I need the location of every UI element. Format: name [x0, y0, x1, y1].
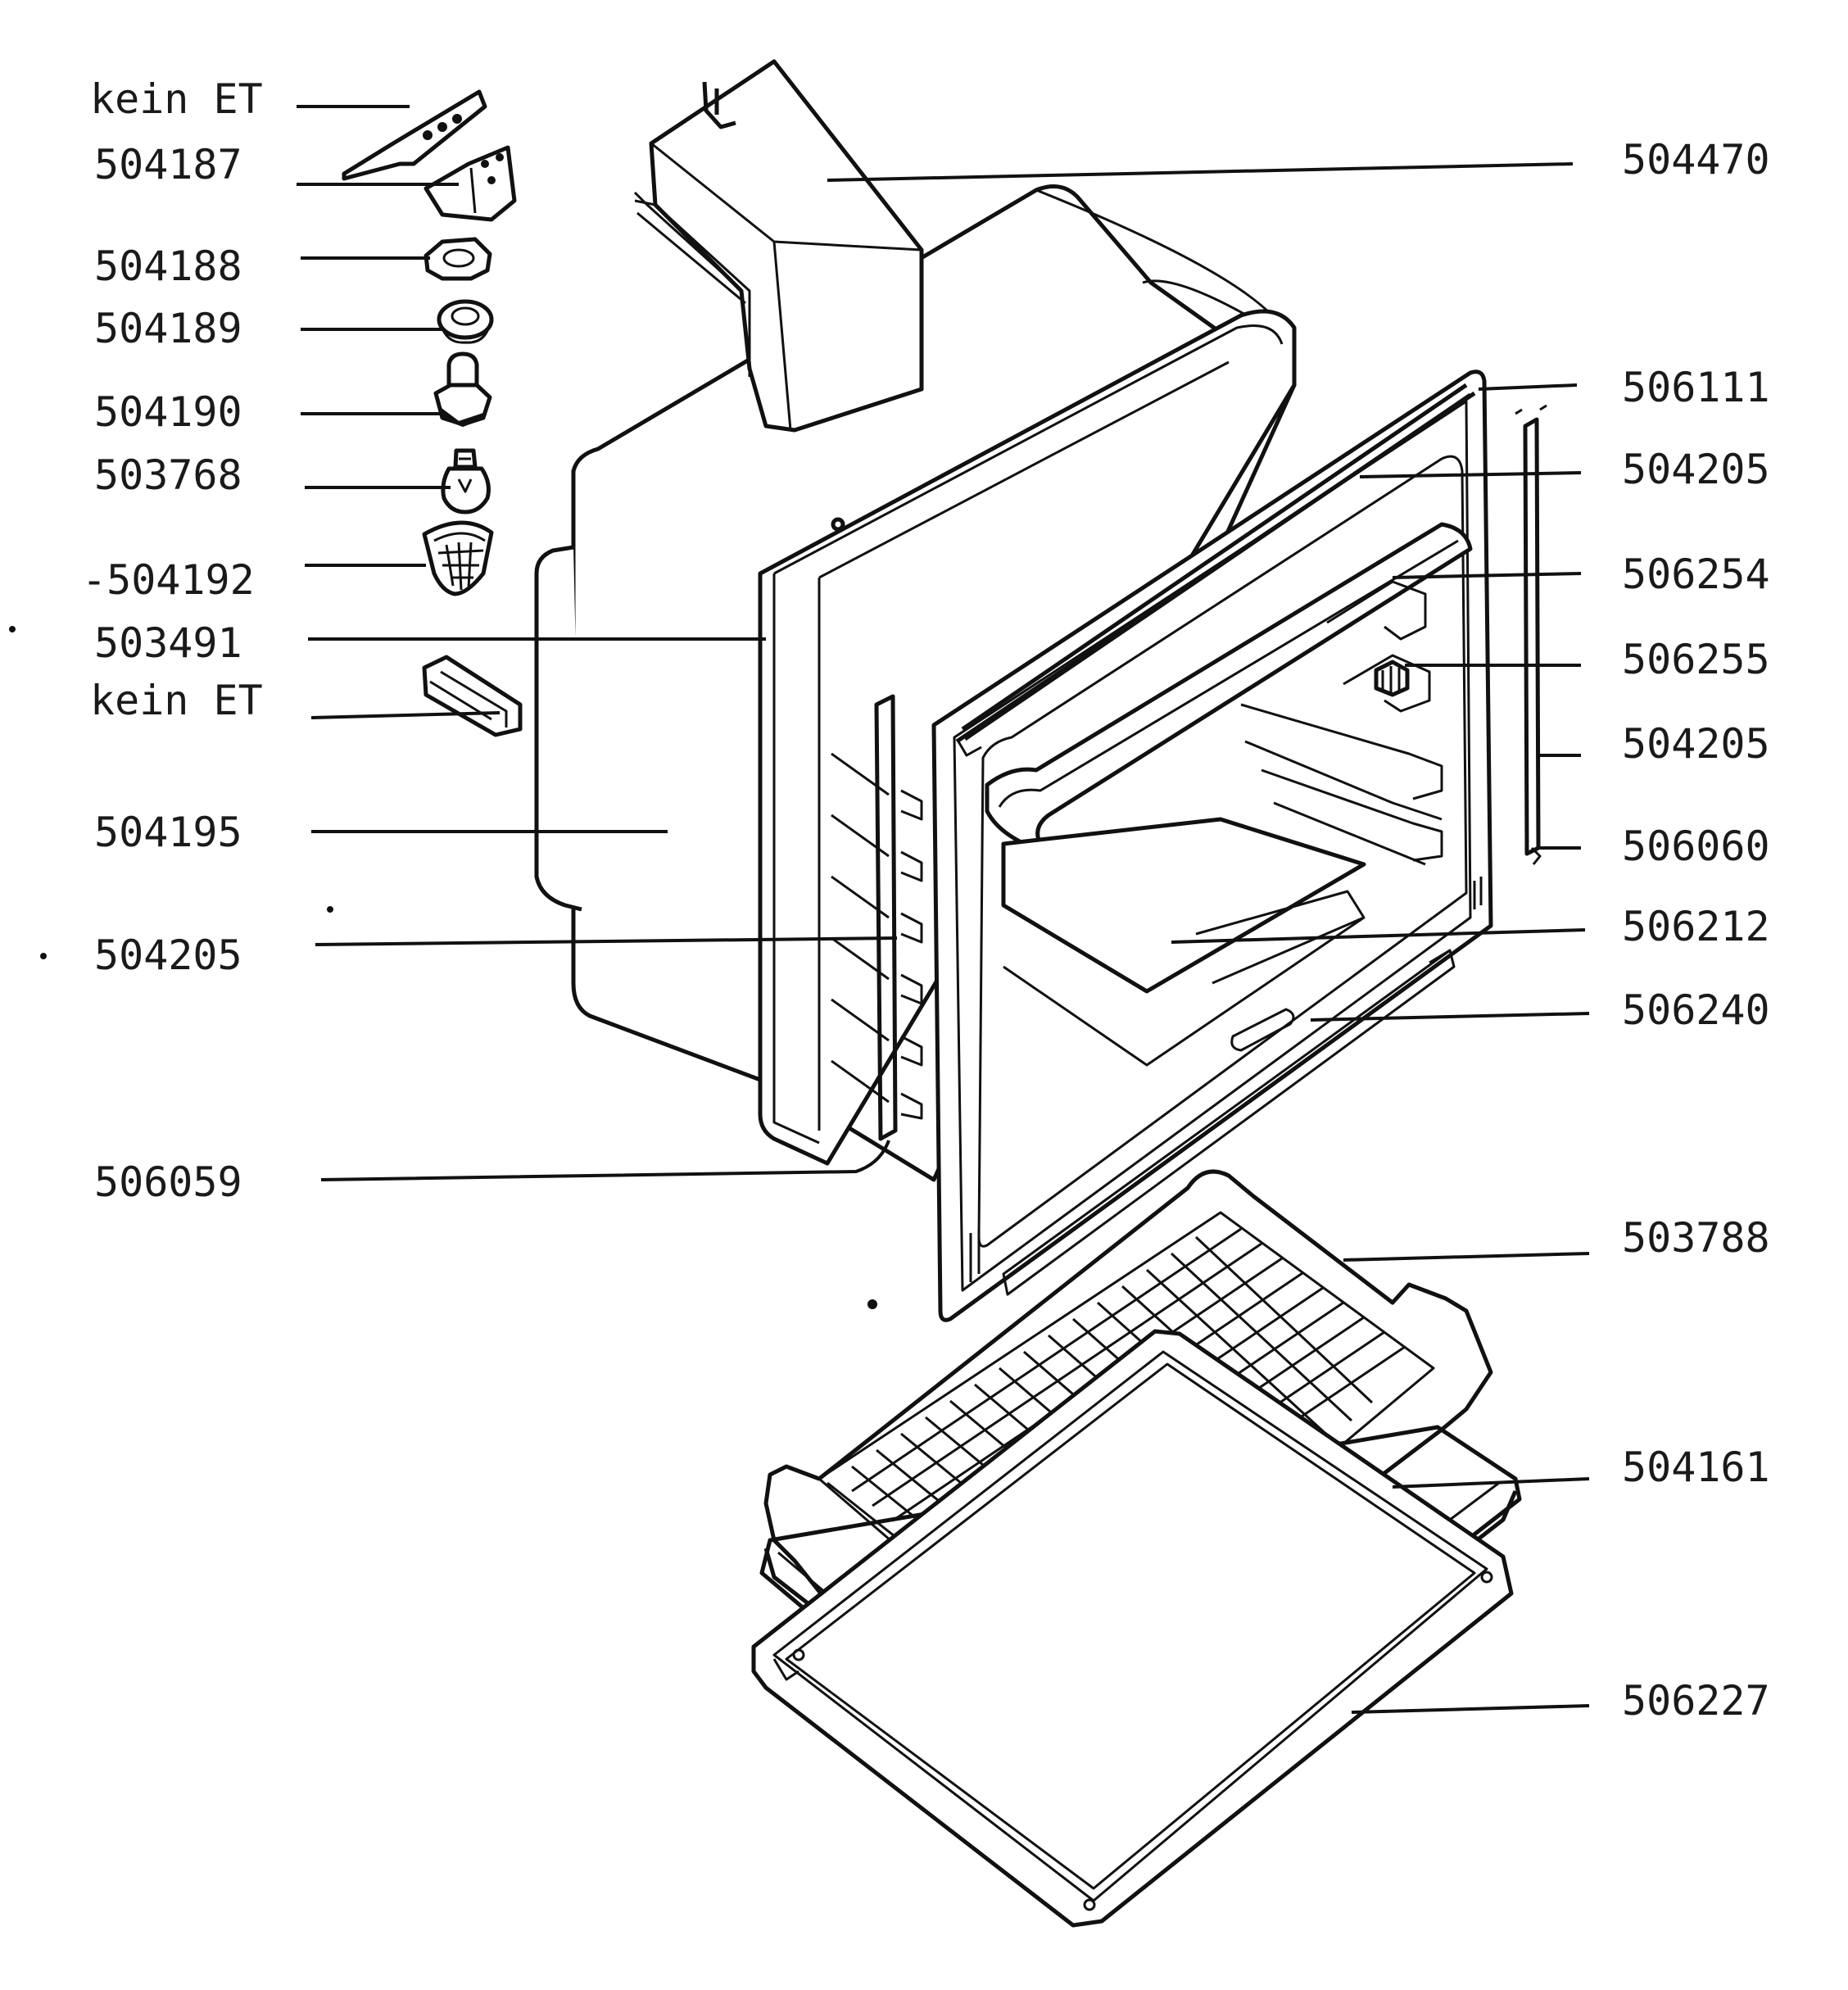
label-504192: -504192	[82, 556, 255, 604]
clip-506255	[1374, 660, 1410, 697]
right-shelf-rod	[1515, 404, 1547, 865]
label-kein-et-side: kein ET	[90, 677, 263, 724]
bracket-kein-et-top	[342, 89, 487, 181]
label-504190: 504190	[94, 388, 242, 436]
lamp-washer-504189	[437, 299, 494, 344]
lamp-nut-504188	[424, 237, 492, 281]
label-506212: 506212	[1622, 903, 1770, 950]
label-503491: 503491	[94, 619, 242, 667]
label-504189: 504189	[94, 305, 242, 352]
label-504205-right: 504205	[1622, 720, 1770, 768]
label-504188: 504188	[94, 243, 242, 290]
label-504187: 504187	[94, 141, 242, 188]
door-seal-506227	[751, 1329, 1514, 1928]
label-506255: 506255	[1622, 636, 1770, 683]
label-503768: 503768	[94, 451, 242, 499]
label-504205-top: 504205	[1622, 446, 1770, 493]
lamp-bulb-503768	[441, 448, 491, 514]
label-504470: 504470	[1622, 136, 1770, 184]
shelf-guides-right	[1240, 580, 1443, 866]
stray-dot	[867, 1299, 877, 1309]
bottom-plate	[1001, 817, 1366, 1067]
part-labels-right: 504470 506111 504205 506254 506255 50420…	[1622, 136, 1770, 1725]
label-504161: 504161	[1622, 1444, 1770, 1491]
stray-dot	[40, 953, 47, 959]
bracket-kein-et-side	[422, 655, 523, 737]
shelf-runner-left	[831, 694, 923, 1141]
label-kein-et-top: kein ET	[90, 75, 263, 123]
label-506240: 506240	[1622, 986, 1770, 1034]
label-506059: 506059	[94, 1158, 242, 1206]
leader-lines-left	[297, 105, 898, 1181]
lamp-cover-504192	[422, 520, 494, 596]
label-506227: 506227	[1622, 1677, 1770, 1725]
label-506254: 506254	[1622, 551, 1770, 598]
leader-lines-right	[827, 162, 1590, 1714]
bracket-504187	[424, 145, 517, 222]
lamp-socket-504190	[433, 351, 492, 428]
label-504205-left: 504205	[94, 932, 242, 979]
stray-dot	[327, 906, 333, 913]
part-labels-left: kein ET 504187 504188 504189 504190 5037…	[82, 75, 263, 1206]
label-506060: 506060	[1622, 823, 1770, 870]
top-cover-box	[633, 59, 924, 433]
stray-dot	[9, 626, 16, 632]
label-504195: 504195	[94, 809, 242, 856]
label-506111: 506111	[1622, 364, 1770, 411]
top-heating-plate	[985, 522, 1473, 853]
label-503788: 503788	[1622, 1214, 1770, 1262]
